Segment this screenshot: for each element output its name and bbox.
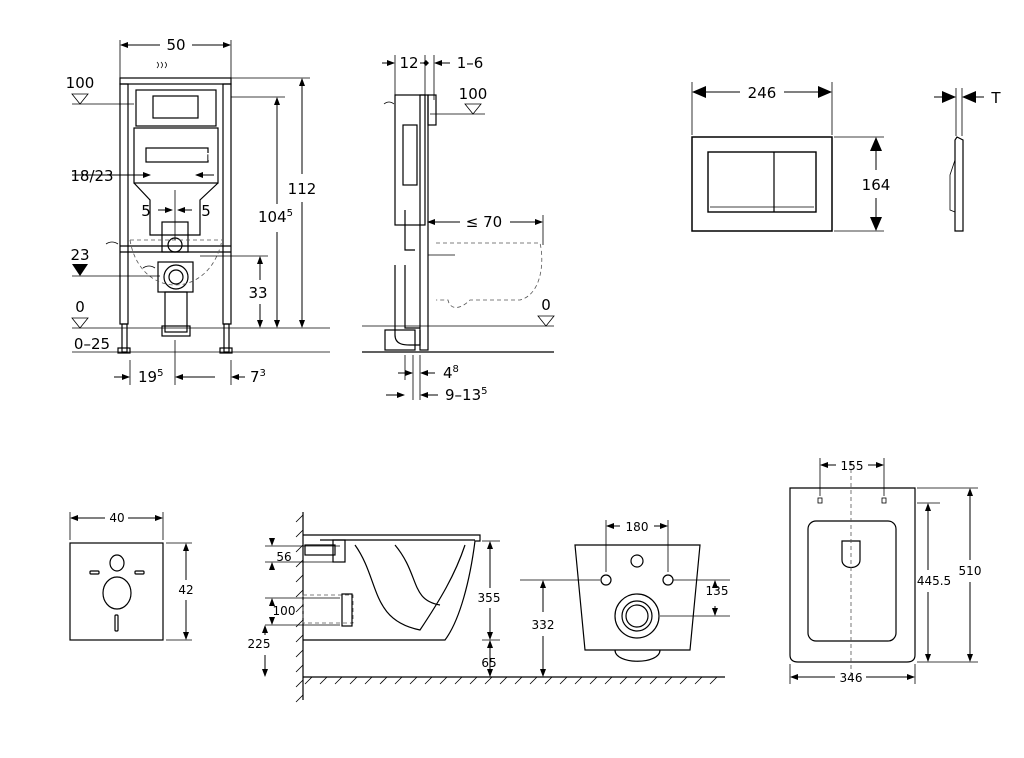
plate-height-label: 164 bbox=[862, 176, 891, 194]
bottom-7-label: 73 bbox=[250, 368, 266, 386]
side-dim-9-13-label: 9–135 bbox=[445, 386, 488, 404]
bowl-back-view: 180 135 332 bbox=[520, 520, 730, 677]
bowl-back-135-label: 135 bbox=[706, 584, 729, 598]
level-23-label: 23 bbox=[70, 246, 89, 264]
bottom-19-label: 195 bbox=[138, 368, 163, 386]
bowl-back-332-label: 332 bbox=[532, 618, 555, 632]
bowl-side-65-label: 65 bbox=[481, 656, 496, 670]
dim-5-left-label: 5 bbox=[141, 202, 151, 220]
bowl-side-view: 56 100 225 355 65 bbox=[248, 512, 725, 703]
bowl-side-56-label: 56 bbox=[276, 550, 291, 564]
pad-width-label: 40 bbox=[109, 511, 124, 525]
plate-width-label: 246 bbox=[748, 84, 777, 102]
level-0-label: 0 bbox=[75, 298, 85, 316]
frame-side-view: 12 1–6 100 ≤ 70 0 48 bbox=[362, 54, 555, 404]
bowl-top-510-label: 510 bbox=[959, 564, 982, 578]
bowl-top-445-label: 445.5 bbox=[917, 574, 951, 588]
insulation-pad: 40 42 bbox=[69, 511, 194, 641]
bowl-side-355-label: 355 bbox=[478, 591, 501, 605]
frame-front-view: 50 GEBERIT 100 bbox=[66, 36, 330, 386]
frame-width-label: 50 bbox=[166, 36, 185, 54]
side-dim-4-label: 48 bbox=[443, 364, 459, 382]
bowl-side-100-label: 100 bbox=[273, 604, 296, 618]
side-level-0-label: 0 bbox=[541, 296, 551, 314]
dim-5-right-label: 5 bbox=[201, 202, 211, 220]
bowl-top-view: 155 510 445.5 346 bbox=[789, 458, 982, 685]
side-dim-le70-label: ≤ 70 bbox=[466, 213, 502, 231]
bowl-side-225-label: 225 bbox=[248, 637, 271, 651]
height-112-label: 112 bbox=[288, 180, 317, 198]
plate-thickness-label: T bbox=[990, 89, 1001, 107]
flush-plate-front: 246 164 bbox=[691, 82, 891, 232]
level-100-label: 100 bbox=[66, 74, 95, 92]
height-104-label: 1045 bbox=[258, 208, 293, 226]
floor-range-label: 0–25 bbox=[74, 335, 110, 353]
dim-18-23-label: 18/23 bbox=[70, 167, 113, 185]
brand-label: GEBERIT bbox=[165, 152, 213, 163]
pad-height-label: 42 bbox=[178, 583, 193, 597]
bowl-back-180-label: 180 bbox=[626, 520, 649, 534]
side-dim-1-6-label: 1–6 bbox=[457, 54, 484, 72]
bowl-top-346-label: 346 bbox=[840, 671, 863, 685]
bowl-top-155-label: 155 bbox=[841, 459, 864, 473]
side-dim-12-label: 12 bbox=[399, 54, 418, 72]
side-level-100-label: 100 bbox=[459, 85, 488, 103]
flush-plate-side: T bbox=[934, 88, 1001, 232]
dim-33-label: 33 bbox=[248, 284, 267, 302]
